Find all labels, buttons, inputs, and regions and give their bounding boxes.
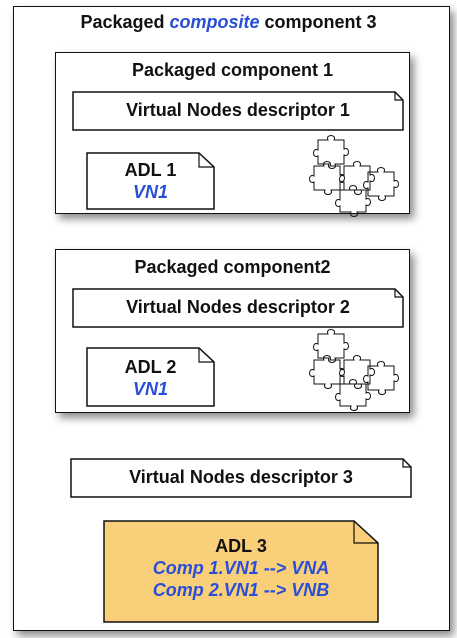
adl-1-document: ADL 1 VN1 bbox=[86, 152, 215, 210]
adl-2-document: ADL 2 VN1 bbox=[86, 347, 215, 407]
component-2-title: Packaged component2 bbox=[134, 257, 331, 277]
adl-2-shape bbox=[86, 347, 215, 407]
adl-1-title: ADL 1 bbox=[124, 160, 177, 180]
virtual-nodes-descriptor-1: Virtual Nodes descriptor 1 bbox=[72, 91, 404, 131]
composite-title: Packaged composite component 3 bbox=[80, 12, 377, 32]
adl-3-document: ADL 3 Comp 1.VN1 --> VNA Comp 2.VN1 --> … bbox=[103, 520, 379, 623]
adl-1-shape bbox=[86, 152, 215, 210]
descriptor-3-shape bbox=[70, 458, 412, 498]
virtual-nodes-descriptor-3: Virtual Nodes descriptor 3 bbox=[70, 458, 412, 498]
adl-3-mapping-2: Comp 2.VN1 --> VNB bbox=[152, 580, 330, 600]
component-1-title: Packaged component 1 bbox=[131, 60, 334, 80]
puzzle-pieces-icon bbox=[309, 329, 399, 411]
adl-3-mapping-1: Comp 1.VN1 --> VNA bbox=[152, 558, 330, 578]
virtual-nodes-descriptor-2: Virtual Nodes descriptor 2 bbox=[72, 288, 404, 328]
adl-1-vn: VN1 bbox=[132, 182, 168, 202]
descriptor-1-shape bbox=[72, 91, 404, 131]
adl-3-shape bbox=[103, 520, 379, 623]
adl-2-vn: VN1 bbox=[132, 379, 168, 399]
adl-2-title: ADL 2 bbox=[124, 357, 177, 377]
descriptor-2-shape bbox=[72, 288, 404, 328]
puzzle-pieces-icon bbox=[309, 135, 399, 217]
adl-3-title: ADL 3 bbox=[215, 536, 267, 556]
